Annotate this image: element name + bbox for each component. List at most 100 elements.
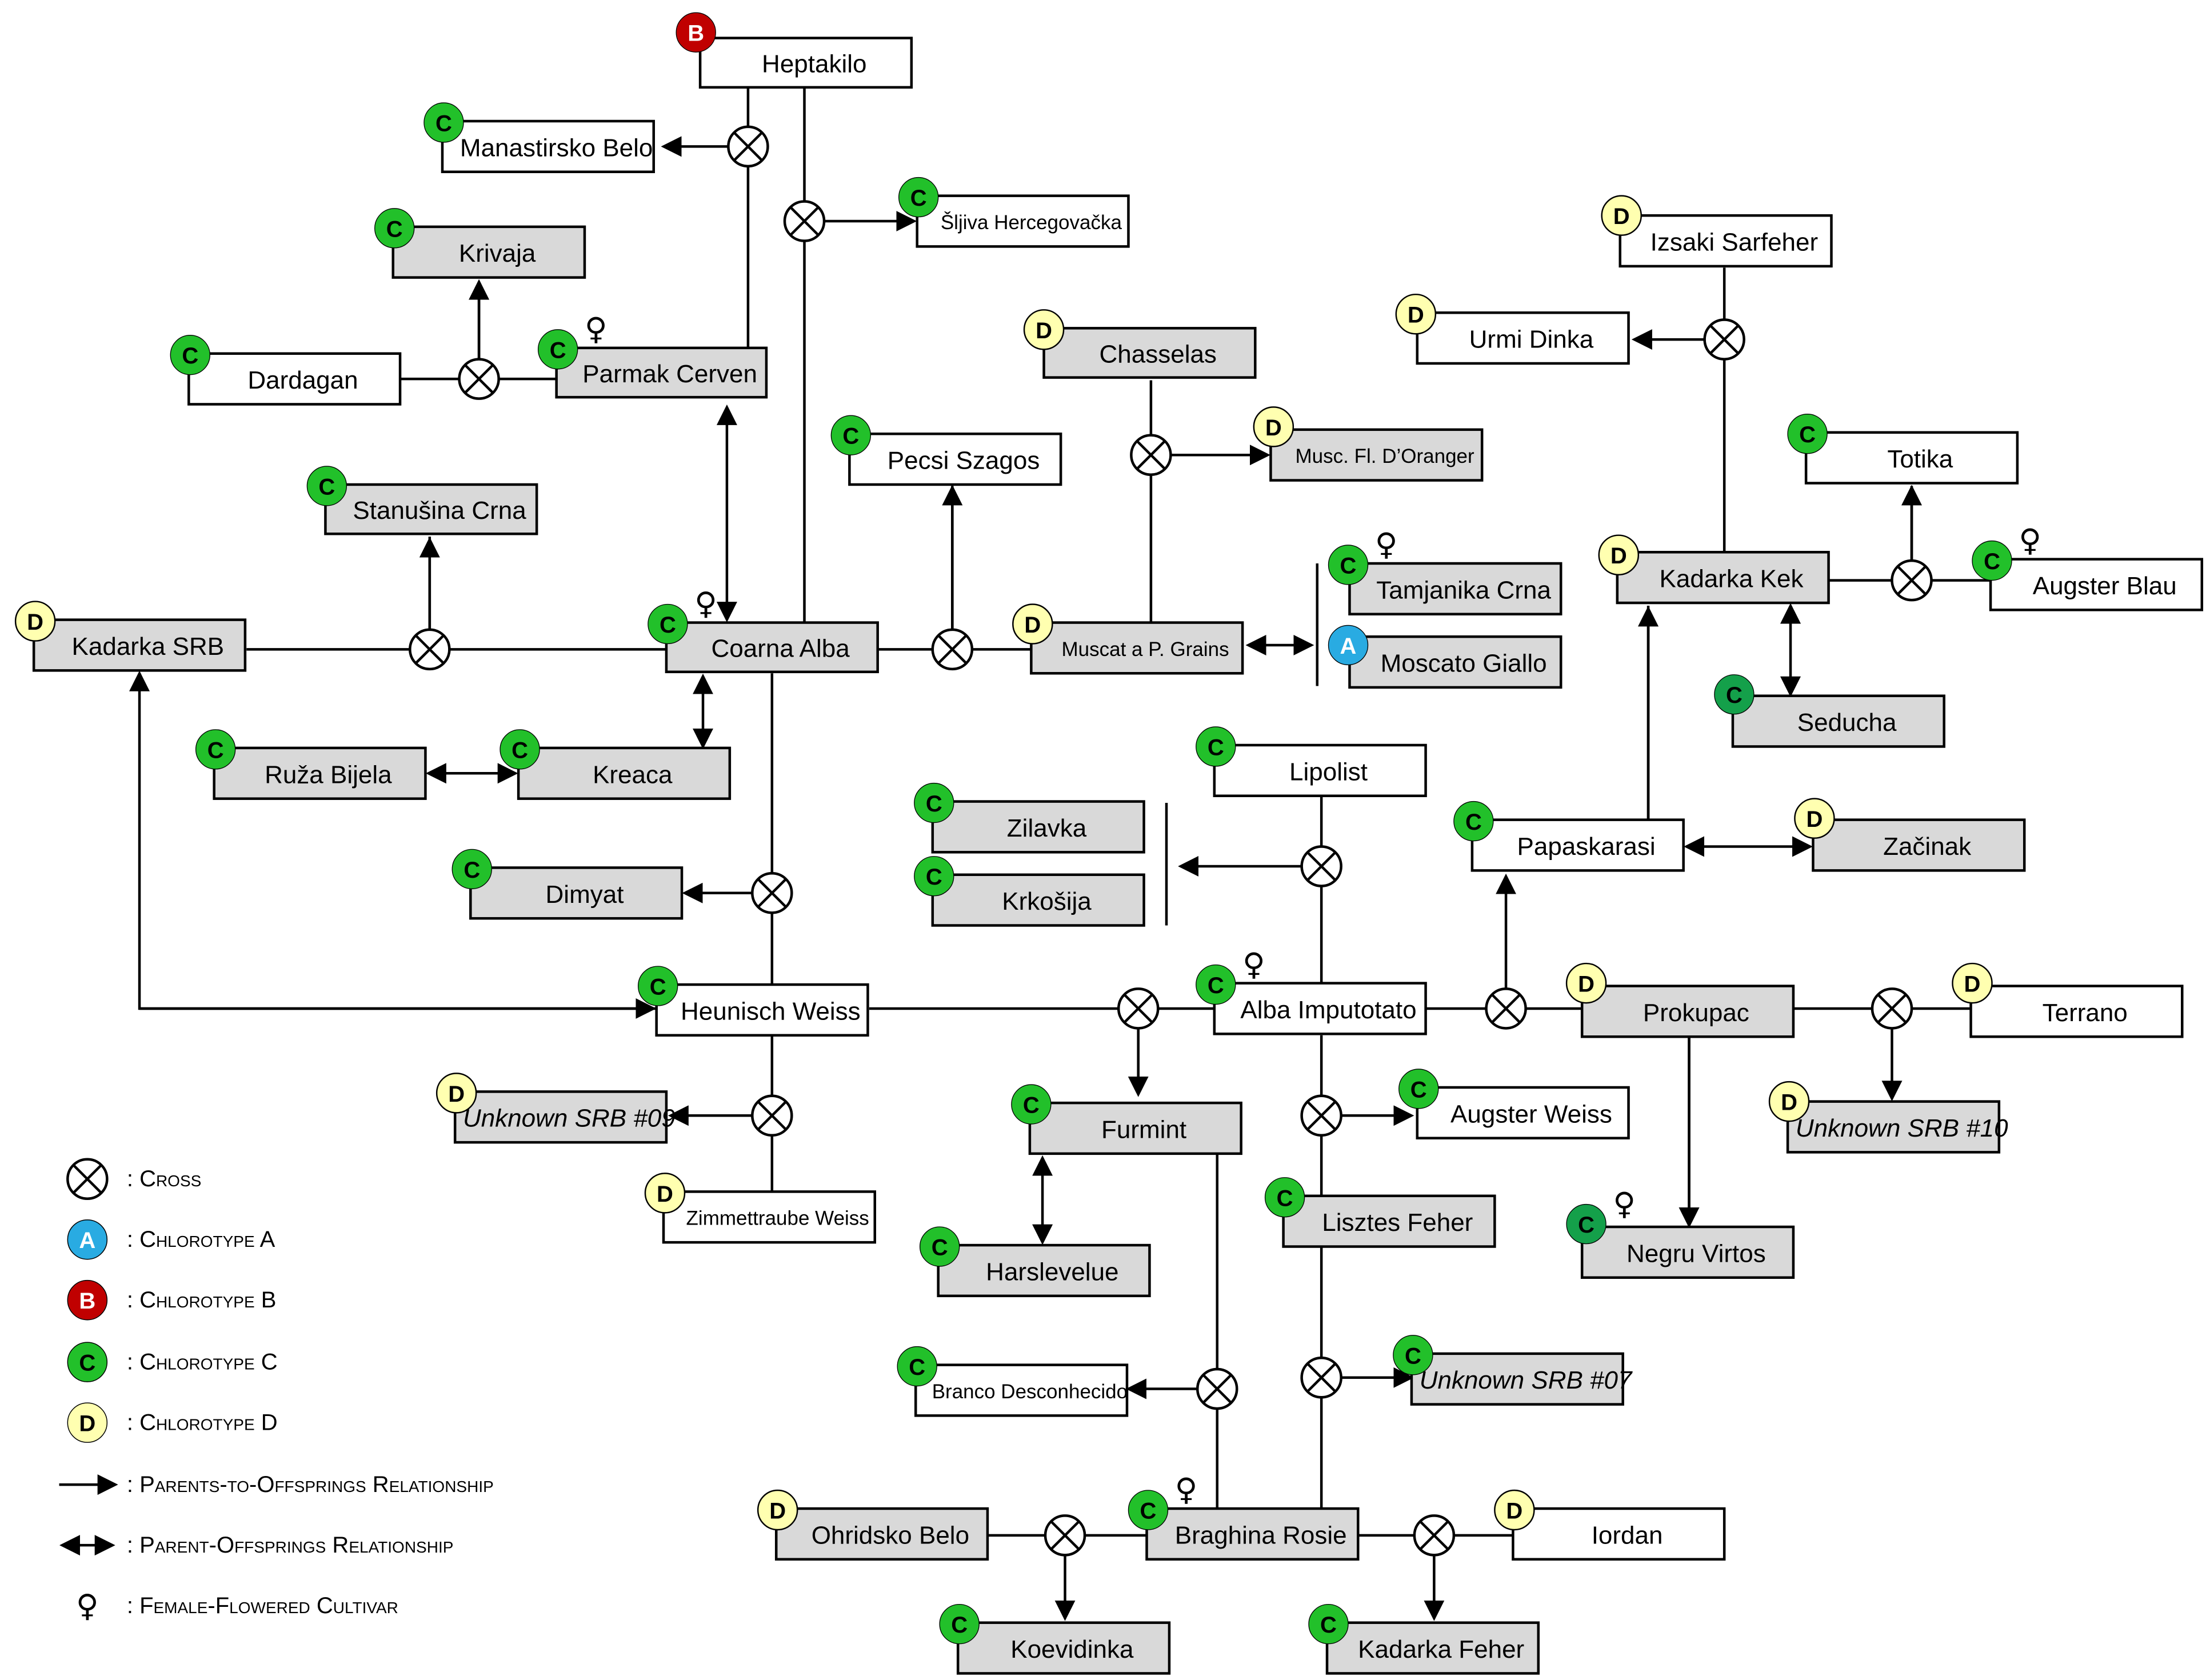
legend-item-female: ♀: Female-Flowered Cultivar (76, 1588, 398, 1624)
cultivar-koevidinka: Koevidinka C (939, 1603, 1171, 1675)
cross-icon (409, 628, 451, 671)
chlorotype-badge (1012, 603, 1053, 645)
chlorotype-badge (1494, 1489, 1535, 1531)
cultivar-label: Heptakilo (762, 50, 866, 78)
cultivar-box (774, 1507, 989, 1561)
cross-icon (1703, 318, 1745, 361)
cultivar-label: Krkošija (1002, 887, 1092, 915)
cultivar-label: Braghina Rosie (1175, 1521, 1347, 1549)
cultivar-box (1028, 1101, 1242, 1155)
cross-icon (751, 1094, 793, 1137)
cultivar-box (1804, 431, 2019, 485)
cultivar-box (655, 983, 869, 1037)
chlorotype-badge (1453, 801, 1494, 842)
cultivar-label: Harslevelue (986, 1258, 1118, 1286)
chlorotype-badge (648, 603, 688, 645)
cultivar-label: Koevidinka (1010, 1635, 1134, 1663)
cross-icon (1196, 1367, 1238, 1410)
legend-text: : Parent-Offsprings Relationship (127, 1533, 454, 1558)
cultivar-prokupac: Prokupac D (1565, 962, 1795, 1038)
chlorotype-badge (1794, 798, 1835, 839)
cultivar-label: Lipolist (1289, 758, 1368, 786)
chlorotype-letter: C (435, 111, 452, 136)
cultivar-label: Prokupac (1643, 999, 1749, 1027)
chlorotype-badge (537, 329, 578, 370)
cultivar-label: Izsaki Sarfeher (1650, 228, 1818, 256)
chlorotype-badge (1952, 962, 1993, 1004)
cultivar-box (665, 621, 879, 674)
chlorotype-letter: C (1340, 553, 1357, 578)
chlorotype-badge (423, 102, 464, 143)
cultivar-box (931, 873, 1145, 927)
chlorotype-letter: C (1799, 422, 1816, 447)
cultivar-box (1213, 982, 1427, 1035)
cultivar-heptakilo: Heptakilo B (676, 12, 913, 89)
cultivar-box (1616, 551, 1830, 605)
cultivar-box (1470, 818, 1685, 872)
cultivar-box (1282, 1194, 1496, 1248)
cross-icon (931, 628, 974, 671)
cultivar-box (1348, 635, 1562, 689)
legend-text: : Cross (127, 1166, 201, 1191)
cultivar-label: Pecsi Szagos (888, 447, 1040, 475)
chlorotype-letter: C (1465, 810, 1482, 835)
chlorotype-badge (170, 335, 210, 375)
chlorotype-letter: D (769, 1498, 786, 1523)
chlorotype-letter: D (1265, 415, 1282, 441)
cultivar-box (1580, 1225, 1795, 1279)
cultivar-box (1989, 558, 2204, 611)
cultivar-label: Coarna Alba (712, 635, 850, 663)
cross-icon (783, 200, 826, 242)
cultivar-box (1786, 1100, 2001, 1154)
chlorotype-letter: B (79, 1289, 95, 1314)
chlorotype-letter: D (1964, 972, 1981, 997)
chlorotype-letter: C (386, 217, 403, 242)
chlorotype-badge (1328, 545, 1369, 585)
chlorotype-badge (195, 729, 236, 770)
chlorotype-badge (1714, 674, 1755, 715)
chlorotype-letter: C (79, 1351, 95, 1376)
chlorotype-badge (1398, 1069, 1439, 1109)
cultivar-label: Zimmettraube Weiss (686, 1207, 869, 1230)
chlorotype-letter: C (1726, 683, 1743, 708)
chlorotype-letter: C (650, 975, 666, 1000)
legend-text: : Chlorotype D (127, 1410, 278, 1435)
cultivar-box (931, 800, 1145, 854)
chlorotype-letter: C (1208, 973, 1224, 998)
cultivar-box (1348, 562, 1562, 615)
legend-text: : Parents-to-Offsprings Relationship (127, 1472, 494, 1497)
cultivar-box (1325, 1621, 1540, 1675)
cultivar-label: Unknown SRB #10 (1796, 1114, 2008, 1142)
cultivar-label: Urmi Dinka (1469, 326, 1594, 354)
chlorotype-badge (1395, 293, 1437, 335)
cultivar-label: Iordan (1592, 1521, 1663, 1549)
chlorotype-letter: D (1578, 972, 1594, 997)
legend-text: : Chlorotype B (127, 1287, 277, 1313)
chlorotype-letter: C (1405, 1343, 1421, 1369)
chlorotype-letter: B (688, 21, 704, 46)
cultivar-label: Kadarka SRB (72, 633, 225, 661)
cultivar-label: Unknown SRB #09 (463, 1105, 676, 1133)
cultivar-label: Dimyat (546, 881, 624, 909)
cultivar-label: Dardagan (247, 366, 358, 394)
chlorotype-badge (1253, 406, 1294, 447)
chlorotype-badge (919, 1226, 960, 1267)
female-icon: ♀ (1613, 1186, 1636, 1222)
female-icon: ♀ (76, 1588, 99, 1624)
chlorotype-letter: C (951, 1613, 968, 1638)
cultivar-label: Papaskarasi (1517, 833, 1656, 861)
chlorotype-badge (897, 1346, 937, 1387)
cultivar-box (1512, 1507, 1726, 1561)
legend-item-D: D: Chlorotype D (67, 1402, 278, 1443)
